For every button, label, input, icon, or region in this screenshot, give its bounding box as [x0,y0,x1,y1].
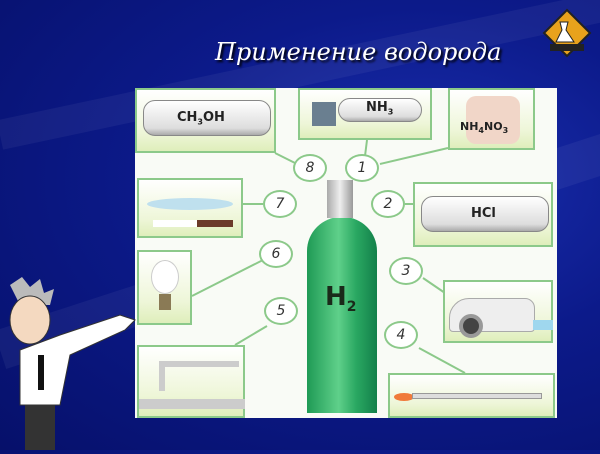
cartoon-scientist-pointing [0,275,150,450]
number-4: 4 [384,321,418,349]
hydrogen-cylinder [307,217,377,413]
light-bulb-image [137,250,192,325]
hcl-label: HCl [471,206,496,221]
connector-lines [191,139,466,374]
cylinder-valve [327,180,353,218]
methanol-tank-car-image: CH3OH [135,88,276,153]
number-1: 1 [345,154,379,182]
number-6: 6 [259,240,293,268]
slide-title: Применение водорода [215,38,502,66]
hydrochloric-acid-tank-car-image: HCl [413,182,553,247]
number-2: 2 [371,190,405,218]
number-5: 5 [264,297,298,325]
margarine-plate-knife-image [137,178,243,238]
ammonium-nitrate-label: NH4NO3 [460,120,509,136]
hydrogen-car-image [443,280,553,343]
hydrogen-uses-diagram: CH3OH NH3 NH4NO3 HCl H2 8 1 7 2 6 3 [135,88,557,418]
number-3: 3 [389,257,423,285]
ammonia-label: NH3 [366,100,394,117]
number-8: 8 [293,154,327,182]
hydrogen-formula: H2 [325,282,357,316]
ammonium-nitrate-bag-image: NH4NO3 [448,88,535,150]
welding-torch-image [137,345,245,418]
methanol-label: CH3OH [177,110,225,127]
ammonia-truck-image: NH3 [298,88,432,140]
rocket-image [388,373,555,418]
laboratory-logo [542,8,592,58]
number-7: 7 [263,190,297,218]
